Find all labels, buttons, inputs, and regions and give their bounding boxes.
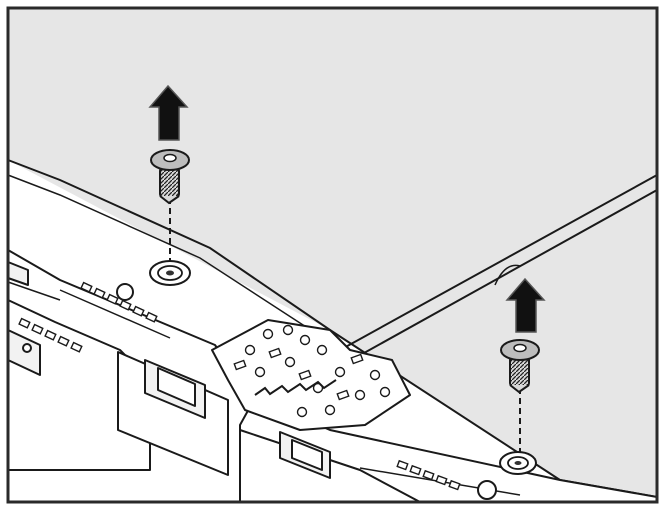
screw-hole-left <box>149 260 191 286</box>
latch-strip <box>254 379 337 396</box>
figure-border <box>6 6 659 504</box>
screw-hole-right <box>499 451 537 475</box>
left-drive-module <box>7 249 251 503</box>
left-vent-holes <box>18 281 158 353</box>
screw-left <box>150 149 190 205</box>
arrow-up-icon <box>505 277 546 333</box>
bracket-holes <box>233 324 391 418</box>
arrow-up-icon <box>148 84 189 141</box>
screw-right <box>500 339 540 394</box>
right-vent-holes <box>396 459 461 491</box>
